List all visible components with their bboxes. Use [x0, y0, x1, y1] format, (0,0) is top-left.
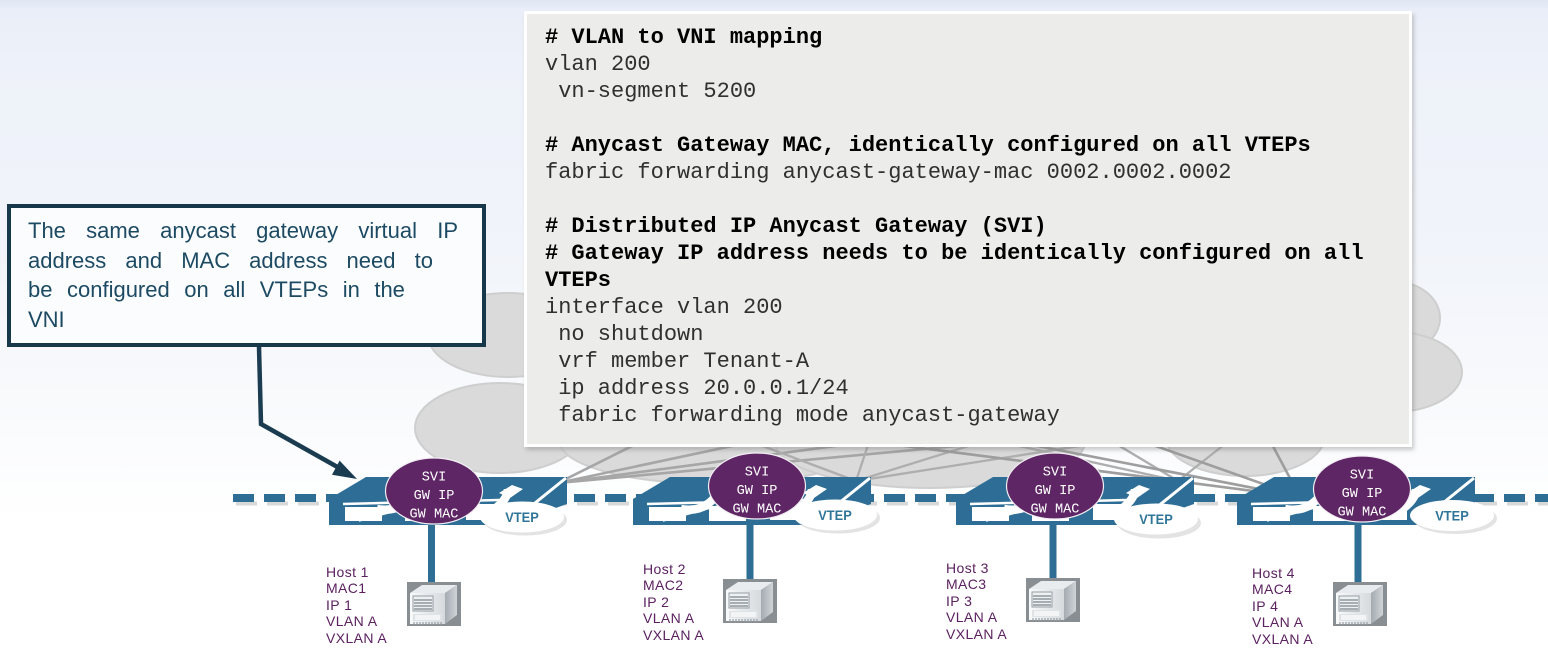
svg-text:GW MAC: GW MAC: [1338, 505, 1387, 520]
svg-text:SVI: SVI: [422, 471, 446, 486]
svg-text:GW MAC: GW MAC: [1031, 502, 1080, 517]
svg-text:GW MAC: GW MAC: [410, 507, 459, 522]
svg-text:VTEP: VTEP: [505, 510, 539, 525]
svg-text:GW IP: GW IP: [1035, 484, 1076, 499]
svg-text:VTEP: VTEP: [818, 508, 852, 523]
svg-text:SVI: SVI: [1350, 469, 1374, 484]
svg-text:VTEP: VTEP: [1435, 509, 1469, 524]
svg-text:GW IP: GW IP: [414, 489, 455, 504]
svg-text:SVI: SVI: [745, 466, 769, 481]
svg-text:SVI: SVI: [1043, 466, 1067, 481]
svg-text:GW MAC: GW MAC: [733, 502, 782, 517]
svg-text:VTEP: VTEP: [1139, 512, 1173, 527]
svg-text:GW IP: GW IP: [1342, 487, 1383, 502]
svg-text:GW IP: GW IP: [737, 484, 778, 499]
